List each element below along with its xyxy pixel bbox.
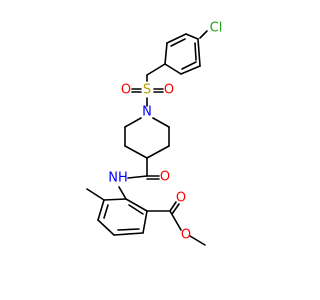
bond: [185, 33, 199, 40]
bond: [170, 38, 186, 47]
bond: [189, 235, 206, 246]
oxygen-atom-label: O: [164, 83, 174, 98]
oxygen-atom-label: O: [181, 228, 191, 243]
bond: [124, 117, 142, 128]
bond: [97, 199, 105, 221]
bond: [146, 145, 170, 159]
bonds: [86, 30, 208, 246]
bond: [117, 228, 140, 231]
oxygen-atom-label: O: [160, 170, 170, 185]
bond: [152, 117, 170, 128]
oxygen-atom-label: O: [121, 83, 131, 98]
bond: [169, 210, 182, 231]
bond: [164, 63, 182, 75]
nh-atom-label: NH: [108, 171, 128, 186]
bond: [125, 198, 148, 212]
bond: [97, 219, 115, 236]
bond: [142, 210, 148, 234]
atom-labels: Cl S O O N O NH O O: [108, 21, 222, 243]
bond: [199, 30, 208, 39]
nitrogen-atom-label: N: [142, 105, 152, 120]
bond: [171, 203, 180, 215]
bond: [180, 65, 201, 75]
molecule-structure: Cl S O O N O NH O O: [86, 21, 222, 246]
bond: [103, 198, 127, 201]
bond: [181, 61, 197, 70]
bond: [103, 204, 109, 219]
chlorine-atom-label: Cl: [210, 21, 223, 36]
bond: [169, 201, 177, 212]
bond: [128, 204, 144, 215]
bond: [197, 38, 201, 67]
bond: [164, 42, 168, 65]
bond: [113, 232, 144, 236]
bond: [118, 186, 127, 200]
bond: [166, 33, 187, 44]
bond: [86, 188, 105, 201]
oxygen-atom-label: O: [176, 191, 186, 206]
sulfur-atom-label: S: [143, 83, 151, 98]
bond: [146, 63, 166, 76]
bond: [127, 175, 148, 179]
bond: [194, 42, 197, 61]
molecule-canvas: Cl S O O N O NH O O: [86, 20, 223, 246]
bond: [124, 145, 148, 159]
